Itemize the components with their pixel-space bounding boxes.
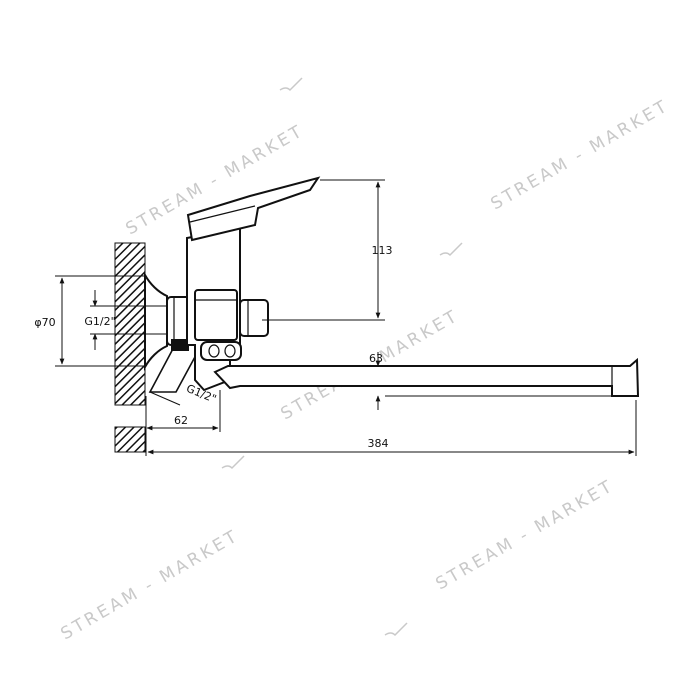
wall-flange [144, 271, 168, 371]
watermark-swoosh-1 [279, 77, 303, 92]
inlet-pipe [148, 344, 197, 393]
dim-label-height-handle: 113 [372, 244, 393, 257]
wall-hatch-upper [114, 242, 146, 406]
wall-hatch-lower [114, 426, 146, 453]
wall-section [114, 242, 146, 453]
faucet-body [144, 176, 640, 397]
spout [213, 357, 640, 397]
watermark-2: STREAM - MARKET [488, 96, 673, 215]
dim-label-wall-offset: 62 [174, 414, 188, 427]
inlet-fitting [171, 339, 189, 351]
watermark-4: STREAM - MARKET [58, 526, 243, 645]
dim-label-spout-length: 384 [368, 437, 389, 450]
lever-handle [186, 176, 321, 242]
watermark-swoosh-4 [384, 622, 408, 637]
dim-label-flange-diameter: φ70 [34, 316, 55, 329]
dim-label-thread-left: G1/2" [84, 315, 115, 328]
dimension-lines [55, 179, 637, 456]
diverter-knob [239, 299, 269, 337]
watermark-5: STREAM - MARKET [433, 476, 618, 595]
watermark-swoosh-3 [221, 455, 245, 470]
dim-label-spout-drop: 63 [369, 352, 383, 365]
watermark-swoosh-2 [439, 242, 463, 257]
body-nut [194, 289, 238, 341]
